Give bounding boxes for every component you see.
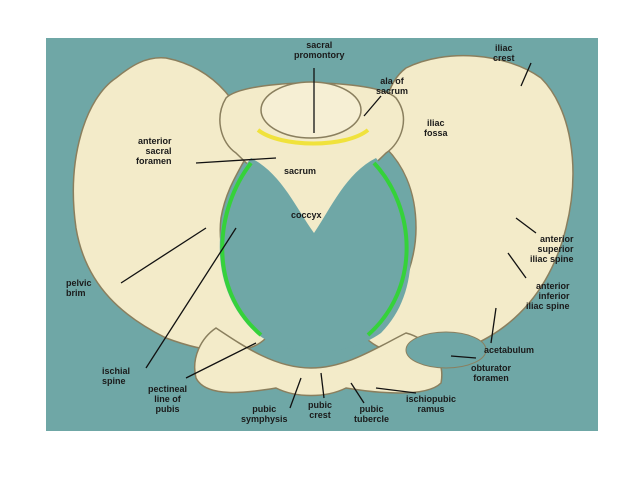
label-pubic-crest: pubic crest — [308, 400, 332, 420]
label-ala-of-sacrum: ala of sacrum — [376, 76, 408, 96]
label-anterior-superior-iliac-spine: anterior superior iliac spine — [530, 234, 574, 264]
label-ischiopubic-ramus: ischiopubic ramus — [406, 394, 456, 414]
label-sacrum: sacrum — [284, 166, 316, 176]
label-pelvic-brim: pelvic brim — [66, 278, 92, 298]
label-iliac-fossa: iliac fossa — [424, 118, 448, 138]
label-anterior-sacral-foramen: anterior sacral foramen — [136, 136, 172, 166]
label-pectineal-line-of-pubis: pectineal line of pubis — [148, 384, 187, 414]
label-ischial-spine: ischial spine — [102, 366, 130, 386]
label-iliac-crest: iliac crest — [493, 43, 515, 63]
label-coccyx: coccyx — [291, 210, 322, 220]
label-acetabulum: acetabulum — [484, 345, 534, 355]
label-sacral-promontory: sacral promontory — [294, 40, 345, 60]
pelvis-diagram: sacral promontory iliac crest ala of sac… — [46, 38, 598, 431]
label-pubic-symphysis: pubic symphysis — [241, 404, 288, 424]
sacral-vertebral-body — [261, 82, 361, 138]
label-pubic-tubercle: pubic tubercle — [354, 404, 389, 424]
label-obturator-foramen: obturator foramen — [471, 363, 511, 383]
label-anterior-inferior-iliac-spine: anterior inferior iliac spine — [526, 281, 570, 311]
